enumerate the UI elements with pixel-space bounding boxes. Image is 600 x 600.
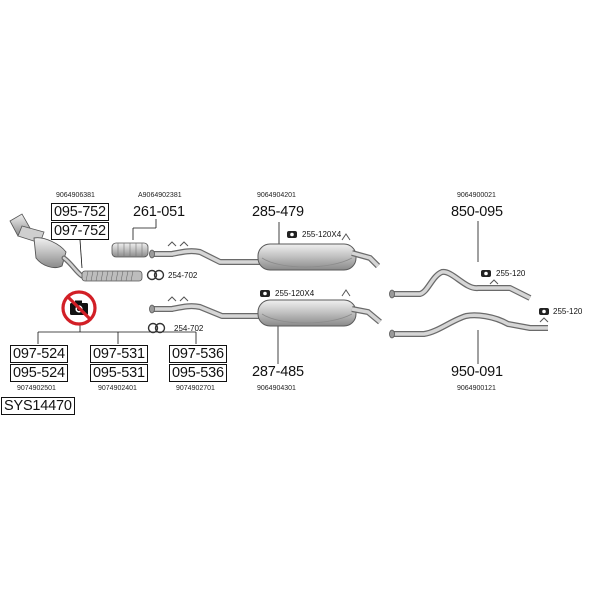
part-number-095-752[interactable]: 095-752	[51, 203, 109, 221]
hanger-icon	[481, 270, 491, 277]
ref-number: 9064906381	[56, 192, 95, 199]
clamp-label[interactable]: 254-702	[174, 324, 204, 333]
no-camera-icon	[61, 290, 97, 326]
part-number-285-479[interactable]: 285-479	[252, 204, 304, 220]
part-number-097-531[interactable]: 097-531	[90, 345, 148, 363]
muffler-icon	[149, 233, 381, 271]
part-number-095-531[interactable]: 095-531	[90, 364, 148, 382]
part-number-097-524[interactable]: 097-524	[10, 345, 68, 363]
part-number-287-485[interactable]: 287-485	[252, 364, 304, 380]
ref-number: 9064904201	[257, 192, 296, 199]
flex-pipe-icon	[81, 270, 143, 282]
part-number-097-536[interactable]: 097-536	[169, 345, 227, 363]
hanger-label[interactable]: 255-120	[553, 307, 583, 316]
ref-number: 9074902701	[176, 385, 215, 392]
part-number-095-536[interactable]: 095-536	[169, 364, 227, 382]
clamp-icon	[146, 269, 165, 281]
hanger-label[interactable]: 255-120	[496, 269, 526, 278]
part-number-850-095[interactable]: 850-095	[451, 204, 503, 220]
ref-number: 9064900021	[457, 192, 496, 199]
catalytic-converter-icon	[9, 213, 85, 279]
part-number-950-091[interactable]: 950-091	[451, 364, 503, 380]
hanger-icon	[287, 231, 297, 238]
ref-number: 9064904301	[257, 385, 296, 392]
tail-pipe-icon	[389, 268, 532, 301]
part-number-095-524[interactable]: 095-524	[10, 364, 68, 382]
clamp-icon	[147, 322, 166, 334]
connector-pipe-icon	[111, 242, 149, 258]
hanger-icon	[260, 290, 270, 297]
tail-pipe-icon	[389, 312, 549, 339]
leader-lines	[37, 219, 479, 364]
part-number-sys14470[interactable]: SYS14470	[1, 397, 75, 415]
muffler-icon	[149, 289, 382, 327]
clamp-label[interactable]: 254-702	[168, 271, 198, 280]
hanger-icon	[539, 308, 549, 315]
ref-number: 9074902501	[17, 385, 56, 392]
ref-number: A9064902381	[138, 192, 182, 199]
hanger-label[interactable]: 255-120X4	[302, 230, 342, 239]
hanger-label[interactable]: 255-120X4	[275, 289, 315, 298]
ref-number: 9064900121	[457, 385, 496, 392]
part-number-261-051[interactable]: 261-051	[133, 204, 185, 220]
part-number-097-752[interactable]: 097-752	[51, 222, 109, 240]
ref-number: 9074902401	[98, 385, 137, 392]
